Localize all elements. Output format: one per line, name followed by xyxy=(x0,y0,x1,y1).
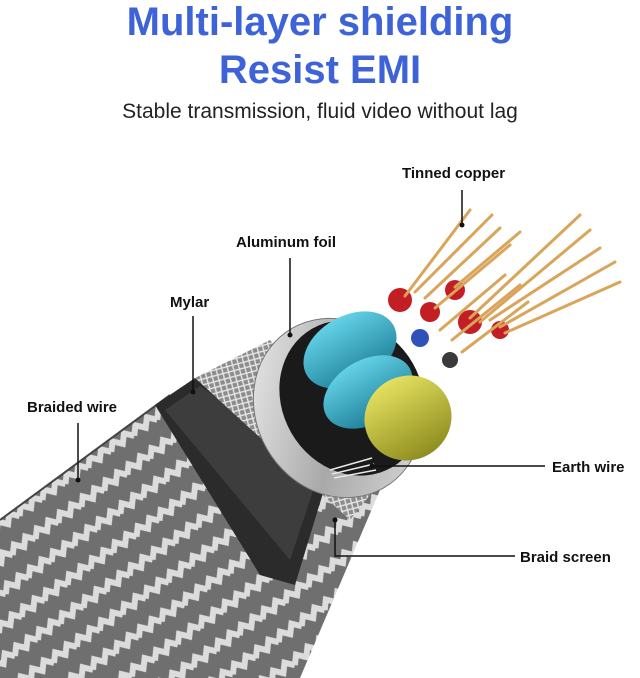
label-braided-wire: Braided wire xyxy=(27,399,117,416)
label-braid-screen: Braid screen xyxy=(520,549,611,566)
label-mylar: Mylar xyxy=(170,294,209,311)
label-earth-wire: Earth wire xyxy=(552,459,625,476)
label-tinned-copper: Tinned copper xyxy=(402,165,505,182)
label-aluminum-foil: Aluminum foil xyxy=(236,234,336,251)
tinned-copper-strands xyxy=(405,210,620,352)
